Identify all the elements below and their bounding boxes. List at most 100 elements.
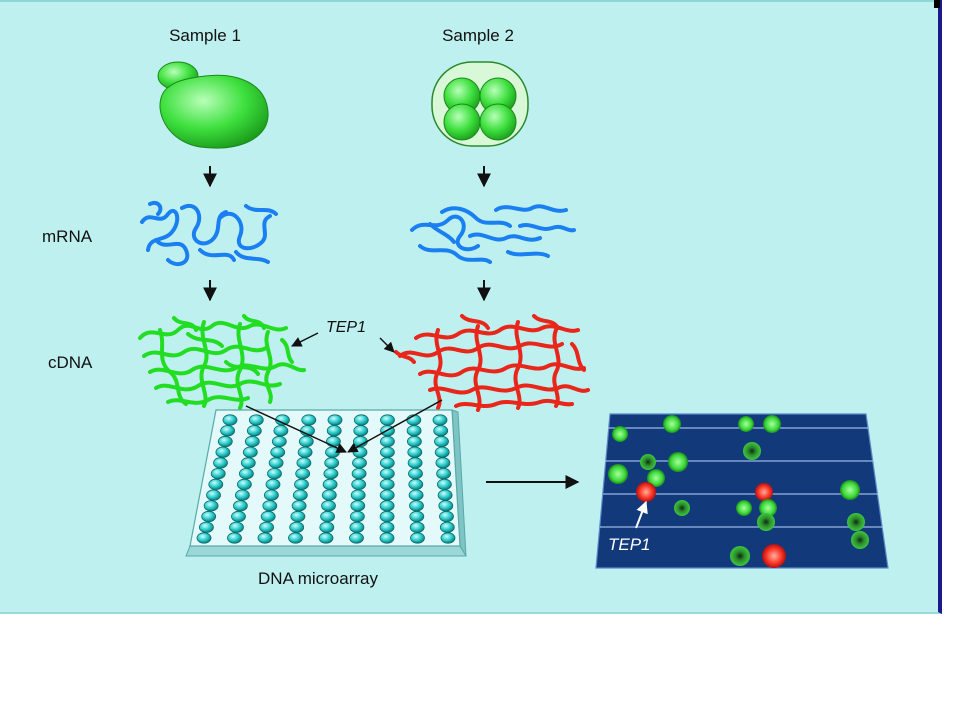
sample1-mrna [140, 201, 278, 267]
dim-signal-spot [640, 454, 656, 470]
green-signal-spot [668, 452, 688, 472]
array-spot [318, 532, 334, 544]
array-spot [407, 446, 423, 458]
green-signal-spot [608, 464, 628, 484]
array-spot [409, 510, 425, 523]
array-spot [215, 446, 231, 458]
array-spot [208, 478, 224, 490]
array-spot [271, 435, 287, 448]
array-spot [379, 435, 395, 448]
array-spot [268, 457, 284, 469]
array-spot [379, 532, 395, 544]
array-spot [349, 510, 365, 523]
array-spot [210, 467, 226, 480]
array-spot [289, 521, 305, 533]
array-spot [410, 532, 425, 544]
array-spot [244, 435, 260, 448]
green-signal-spot [840, 480, 860, 500]
dna-microarray-slide [185, 409, 467, 557]
array-spot [240, 457, 256, 469]
dim-signal-spot [847, 513, 865, 531]
array-spot [327, 414, 343, 426]
array-spot [294, 478, 309, 490]
array-spot [436, 467, 452, 480]
array-spot [379, 500, 395, 512]
tep1-result-arrow [635, 500, 648, 529]
array-spot [296, 457, 312, 469]
array-spot [406, 425, 422, 437]
green-signal-spot [763, 415, 781, 433]
array-spot [350, 500, 366, 512]
array-spot [265, 478, 281, 490]
array-spot [320, 510, 336, 523]
dim-signal-spot [730, 546, 750, 566]
array-spot [439, 521, 455, 533]
array-spot [380, 414, 395, 426]
array-spot [439, 510, 454, 523]
array-spot [325, 435, 341, 448]
array-spot [349, 521, 365, 533]
array-spot [435, 457, 451, 469]
array-spot [263, 489, 279, 501]
result-spots [608, 415, 869, 568]
array-spot [234, 489, 250, 501]
array-spot [217, 435, 233, 448]
array-spot [257, 532, 273, 544]
array-spot [351, 478, 367, 490]
array-spot [408, 489, 424, 501]
array-spot [288, 532, 303, 544]
array-spot [236, 478, 252, 490]
array-spot [437, 489, 453, 501]
array-spot [407, 457, 423, 469]
dim-signal-spot [851, 531, 869, 549]
array-spot [408, 467, 423, 480]
array-spot [349, 532, 364, 544]
cdna-label: cDNA [48, 353, 93, 372]
array-spot [321, 500, 336, 512]
array-spot [351, 467, 367, 480]
tep1-result-label: TEP1 [608, 535, 651, 554]
array-spot [350, 489, 366, 501]
array-spot [379, 521, 395, 533]
array-spot [196, 532, 212, 544]
sample1-cdna [138, 314, 306, 410]
array-spot [270, 446, 286, 458]
array-spot [267, 467, 282, 480]
array-spot [379, 467, 395, 480]
array-spot [227, 532, 242, 544]
array-spot [326, 425, 342, 437]
array-spot [229, 521, 244, 533]
array-spot [231, 510, 246, 523]
green-signal-spot [647, 469, 665, 487]
green-signal-spot [612, 426, 628, 442]
microarray-scan-result [595, 413, 889, 569]
array-spot [434, 435, 449, 448]
green-signal-spot [759, 499, 777, 517]
flow-arrows [203, 166, 491, 302]
sample2-cell [431, 61, 529, 147]
array-spot [379, 478, 395, 490]
array-spot [436, 478, 452, 490]
array-spot [379, 457, 395, 469]
array-spot [324, 457, 340, 469]
array-spot [201, 510, 217, 523]
array-spot [409, 521, 425, 533]
array-spot [297, 446, 313, 458]
array-spot [220, 425, 236, 437]
array-spot [246, 425, 262, 437]
array-spot [323, 467, 339, 480]
sample2-label: Sample 2 [442, 26, 514, 45]
sample2-mrna [410, 204, 576, 264]
microarray-label: DNA microarray [258, 569, 378, 588]
array-spot [379, 510, 395, 523]
array-spot [406, 435, 422, 448]
array-spot [319, 521, 335, 533]
array-spot [262, 500, 278, 512]
array-spot [301, 414, 317, 426]
sample2-cdna [394, 314, 590, 412]
array-spot [232, 500, 248, 512]
green-signal-spot [736, 500, 752, 516]
array-spot [259, 521, 275, 533]
array-spot [321, 489, 337, 501]
